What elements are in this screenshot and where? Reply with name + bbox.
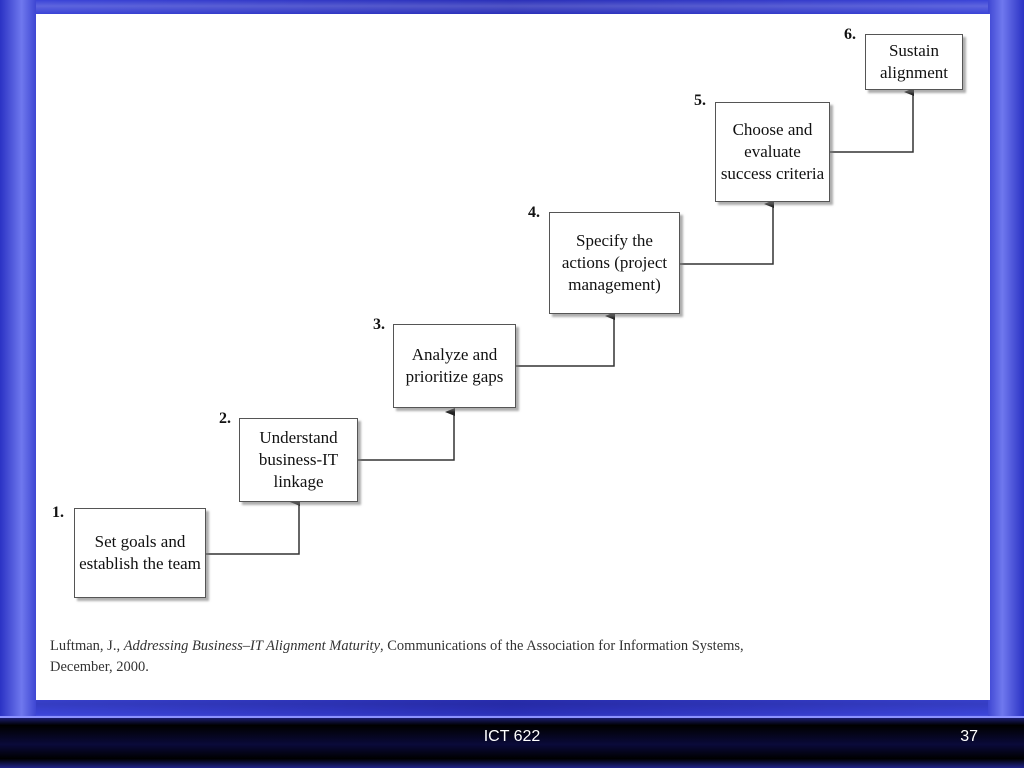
- connector-1-2: [206, 498, 300, 555]
- footer-bar: ICT 622 37: [0, 716, 1024, 768]
- step-2-box: Understand business-IT linkage: [239, 418, 358, 502]
- citation-author: Luftman, J.,: [50, 638, 121, 654]
- citation-title: Addressing Business–IT Alignment Maturit…: [123, 638, 381, 654]
- connector-4-5: [680, 200, 774, 265]
- citation: Luftman, J., Addressing Business–IT Alig…: [50, 636, 890, 678]
- step-4-number: 4.: [528, 204, 540, 221]
- connector-5-6: [830, 88, 914, 153]
- step-3-number: 3.: [373, 316, 385, 333]
- step-4-box: Specify the actions (project management): [549, 212, 680, 314]
- step-6-number: 6.: [844, 26, 856, 43]
- step-1-box: Set goals and establish the team: [74, 508, 206, 598]
- step-1-number: 1.: [52, 504, 64, 521]
- background-right-glow: [988, 0, 1024, 716]
- footer-course-title: ICT 622: [483, 728, 541, 745]
- step-2-number: 2.: [219, 410, 231, 427]
- connector-arrows: [206, 88, 914, 555]
- citation-date: December, 2000.: [50, 659, 149, 675]
- slide-content: 1. Set goals and establish the team 2. U…: [36, 14, 990, 700]
- step-5-box: Choose and evaluate success criteria: [715, 102, 830, 202]
- footer-page-number: 37: [960, 728, 978, 745]
- step-6-box: Sustain alignment: [865, 34, 963, 90]
- background-left-glow: [0, 0, 36, 716]
- step-5-number: 5.: [694, 92, 706, 109]
- citation-source: , Communications of the Association for …: [380, 638, 744, 654]
- connector-3-4: [516, 312, 615, 367]
- step-3-box: Analyze and prioritize gaps: [393, 324, 516, 408]
- connector-2-3: [358, 408, 455, 461]
